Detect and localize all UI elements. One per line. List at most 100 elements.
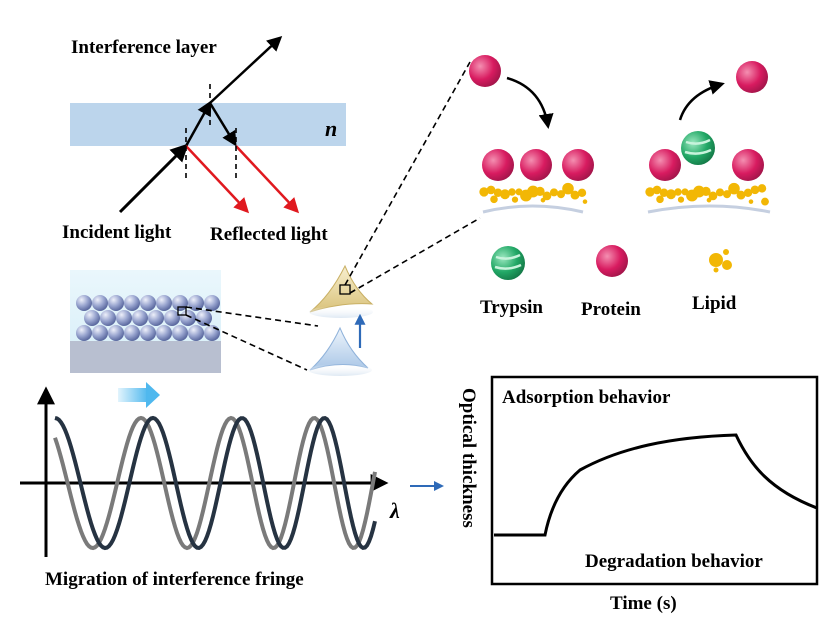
colloidal-sphere: [156, 295, 172, 311]
lipid-icon: [709, 249, 732, 273]
lipid-dot: [550, 188, 558, 197]
lipid-dot: [750, 185, 760, 195]
label-incident-light: Incident light: [62, 222, 172, 243]
zoom-line-1: [185, 306, 319, 327]
label-reflected-light: Reflected light: [210, 224, 328, 245]
fringe-wave-after: [54, 415, 377, 551]
colloidal-sphere-layer: [76, 295, 220, 341]
lipid-dot: [500, 189, 510, 200]
colloidal-sphere: [140, 325, 156, 341]
colloidal-sphere: [172, 325, 188, 341]
colloidal-sphere: [180, 310, 196, 326]
label-interference-layer: Interference layer: [71, 37, 217, 58]
colloidal-sphere: [132, 310, 148, 326]
lipid-dot: [577, 188, 587, 198]
thickness-plot-frame: [490, 375, 819, 586]
lipid-dot: [761, 197, 769, 206]
lipid-dot: [511, 196, 519, 203]
lipid-dot: [677, 196, 685, 203]
degradation-arrow: [678, 80, 725, 121]
zoom-box-small: [177, 306, 187, 316]
lipid-dot: [728, 182, 740, 195]
lipid-dot: [556, 190, 566, 199]
colloidal-sphere: [92, 325, 108, 341]
trypsin-icon: [681, 131, 715, 165]
protein-icon: [732, 149, 764, 181]
lipid-dot: [666, 189, 676, 200]
lipid-dot: [757, 184, 767, 193]
colloidal-sphere: [124, 325, 140, 341]
lipid-dot: [542, 191, 552, 201]
interference-layer-schematic: [70, 35, 346, 214]
colloidal-sphere: [188, 295, 204, 311]
sensor-chip-icon: [308, 264, 374, 376]
lipid-layer-left: [479, 182, 588, 204]
colloidal-sphere: [100, 310, 116, 326]
label-trypsin: Trypsin: [480, 297, 544, 318]
lipid-dot: [490, 195, 498, 204]
reflected-ray-1: [185, 145, 250, 214]
colloidal-sphere: [188, 325, 204, 341]
thickness-curve: [494, 433, 818, 537]
colloidal-sphere: [92, 295, 108, 311]
colloidal-sphere: [164, 310, 180, 326]
lipid-dot: [645, 187, 655, 197]
substrate: [70, 341, 221, 373]
fringe-plot: [20, 382, 389, 557]
reflected-ray-2: [235, 145, 300, 214]
label-protein: Protein: [581, 299, 641, 320]
colloidal-sphere: [204, 325, 220, 341]
lipid-dot: [527, 185, 539, 198]
lipid-layer-right: [645, 182, 769, 206]
lipid-dot: [708, 191, 718, 201]
protein-icon: [736, 61, 768, 93]
zoom-line-3: [344, 61, 471, 286]
colloidal-sphere: [108, 325, 124, 341]
protein-icon: [520, 149, 552, 181]
lipid-dot: [479, 187, 489, 197]
colloidal-sphere: [124, 295, 140, 311]
protein-icon: [482, 149, 514, 181]
lipid-dot: [570, 190, 580, 200]
lipid-dot: [716, 188, 724, 197]
label-lambda: λ: [390, 498, 400, 523]
migration-arrow: [118, 388, 148, 402]
colloidal-sphere: [76, 325, 92, 341]
lipid-dot: [722, 190, 732, 199]
colloidal-sphere: [76, 295, 92, 311]
sphere-layer-panel: [70, 270, 221, 373]
lipid-dot: [656, 195, 664, 204]
lipid-dot: [743, 188, 753, 198]
lipid-dot: [486, 185, 496, 195]
label-lipid: Lipid: [692, 293, 737, 314]
incident-ray: [118, 143, 189, 214]
mechanism-panel: [469, 55, 771, 214]
label-optical-thickness: Optical thickness: [458, 388, 479, 528]
colloidal-sphere: [148, 310, 164, 326]
lipid-dot: [508, 188, 516, 196]
colloidal-sphere: [108, 295, 124, 311]
thickness-plot: [490, 375, 819, 586]
lipid-dot: [582, 199, 588, 204]
label-degradation: Degradation behavior: [585, 551, 763, 572]
colloidal-sphere: [84, 310, 100, 326]
transmitted-ray: [209, 35, 283, 104]
colloidal-sphere: [204, 295, 220, 311]
lipid-dot: [652, 185, 662, 195]
lipid-dot: [701, 186, 711, 197]
refracted-ray-up: [184, 100, 212, 147]
colloidal-sphere: [140, 295, 156, 311]
interference-film: [70, 103, 346, 146]
label-refractive-index: n: [325, 116, 338, 141]
label-time: Time (s): [610, 593, 677, 614]
lipid-dot: [748, 199, 754, 204]
lipid-dot: [693, 185, 705, 198]
protein-icon: [469, 55, 501, 87]
lipid-dot: [562, 182, 574, 195]
zoom-line-2: [185, 314, 308, 371]
label-adsorption: Adsorption behavior: [502, 387, 671, 408]
legend: [491, 245, 732, 280]
protein-icon: [596, 245, 628, 277]
colloidal-sphere: [116, 310, 132, 326]
